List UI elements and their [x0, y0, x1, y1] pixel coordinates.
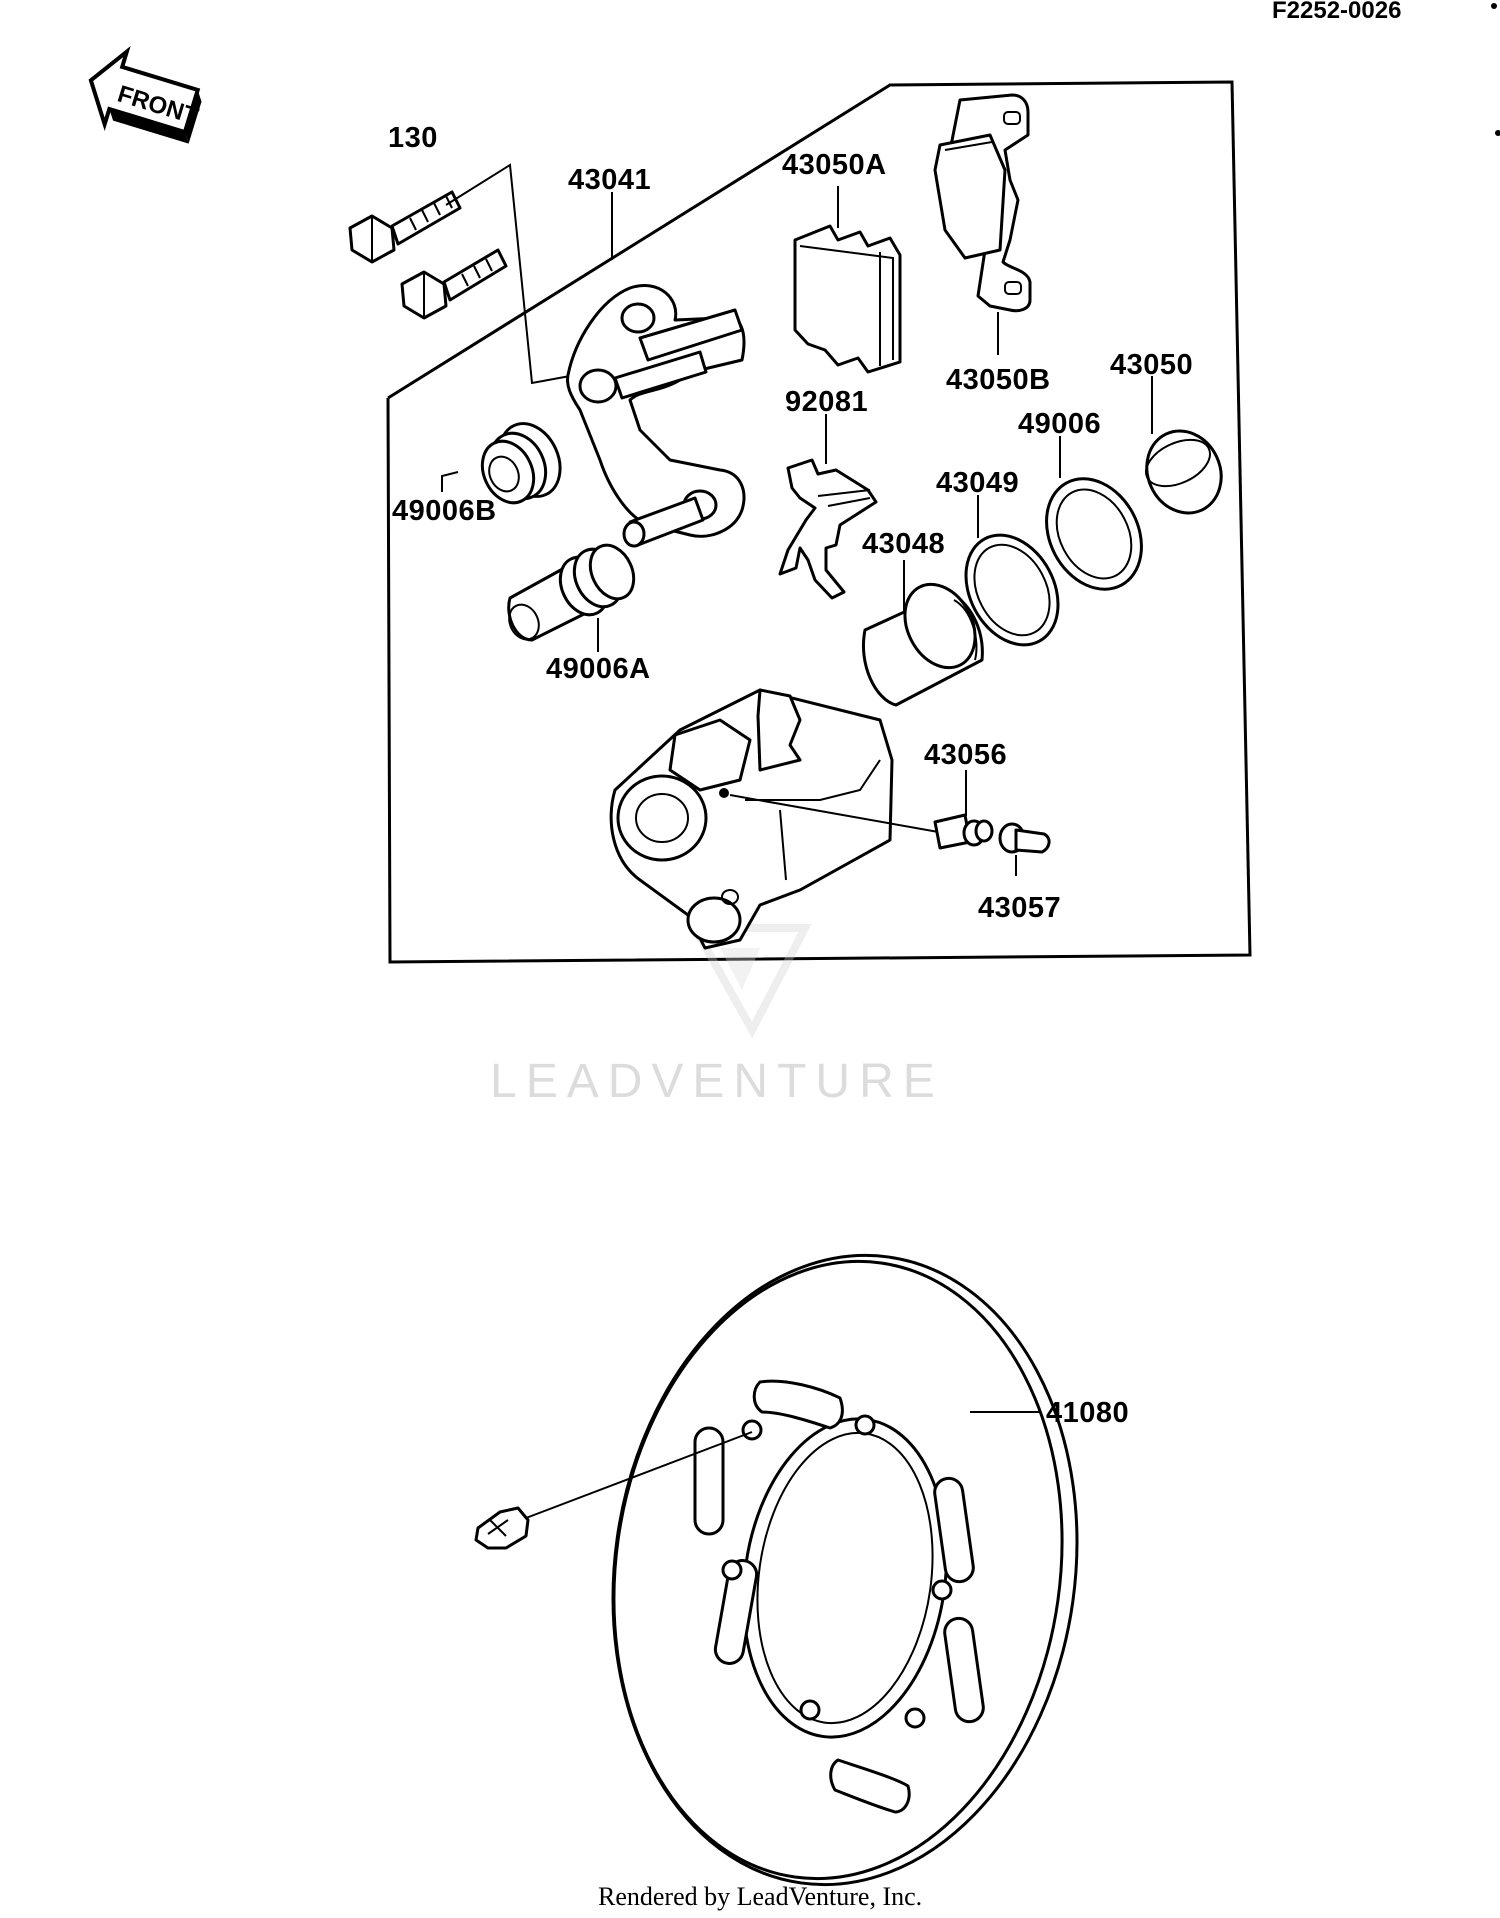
label-43048: 43048 [862, 528, 945, 560]
brake-disc-41080 [611, 1253, 1079, 1887]
piston-cap-43050 [1145, 429, 1223, 515]
edge-dot [1495, 130, 1500, 136]
bolt-130-lower [400, 248, 508, 320]
label-49006A: 49006A [546, 653, 651, 685]
label-92081: 92081 [785, 386, 868, 418]
piston-43048 [862, 582, 984, 707]
caliper-bracket-43041 [566, 284, 746, 548]
pin-boot-49006A [507, 543, 636, 642]
leader-49006B [441, 471, 459, 492]
bleed-cap-43057 [998, 822, 1051, 854]
bleed-valve-43056 [729, 794, 994, 850]
label-49006: 49006 [1018, 408, 1101, 440]
boot-49006B [480, 422, 562, 505]
spring-92081 [778, 458, 878, 600]
label-41080: 41080 [1046, 1397, 1129, 1429]
watermark-text: LEADVENTURE [490, 1055, 944, 1108]
label-43056: 43056 [924, 739, 1007, 771]
leader-130 [445, 163, 571, 385]
caliper-body [609, 688, 894, 950]
bolt-130-upper [348, 190, 462, 264]
brake-pad-43050B [933, 93, 1032, 313]
label-49006B: 49006B [392, 495, 497, 527]
caliper-assembly-frame [386, 80, 1252, 964]
label-43049: 43049 [936, 467, 1019, 499]
disc-screw [474, 1506, 530, 1550]
footer-credit: Rendered by LeadVenture, Inc. [598, 1882, 922, 1911]
leadventure-watermark-logo [688, 924, 812, 1039]
front-arrow-icon: FRONT [88, 46, 202, 144]
brake-pad-43050A [793, 224, 902, 374]
label-43057: 43057 [978, 892, 1061, 924]
edge-dot [1491, 3, 1497, 9]
label-43050A: 43050A [782, 149, 887, 181]
leader-disc-screw [525, 1431, 753, 1519]
seal-49006 [1045, 477, 1143, 591]
label-130: 130 [388, 122, 438, 154]
seal-43049 [964, 533, 1060, 647]
label-43041: 43041 [568, 164, 651, 196]
diagram-code: F2252-0026 [1272, 0, 1401, 24]
label-43050: 43050 [1110, 349, 1193, 381]
label-43050B: 43050B [946, 364, 1051, 396]
